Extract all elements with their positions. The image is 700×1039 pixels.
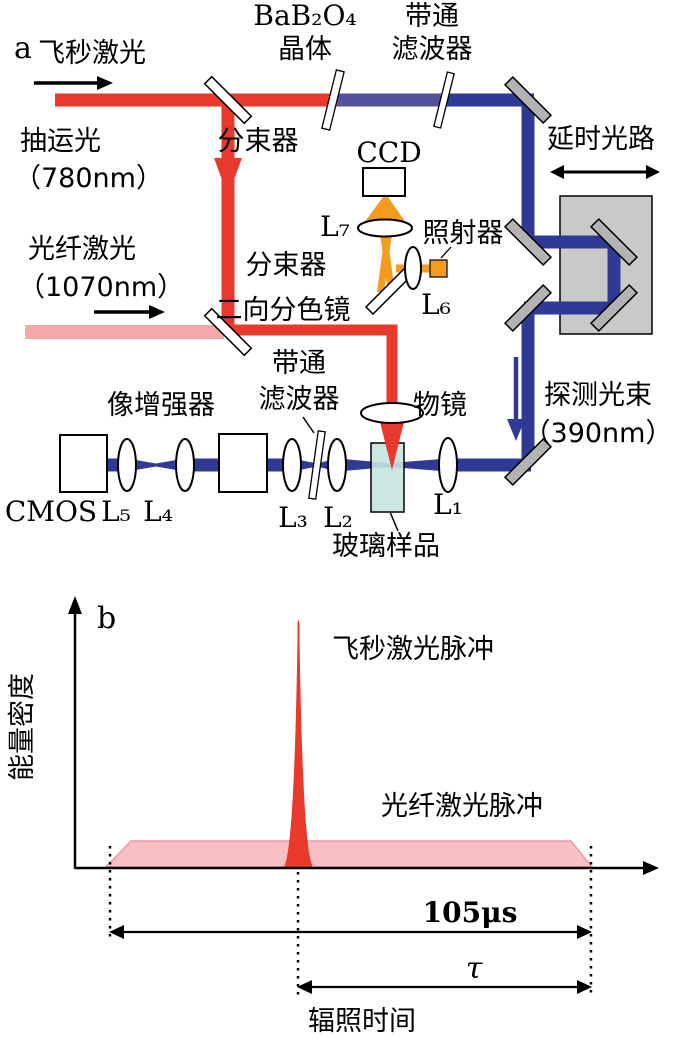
bandpass-filter-top: [433, 71, 455, 129]
label-objective: 物镜: [413, 390, 467, 421]
dichroic-mirror: [203, 307, 253, 357]
label-bpf-top-line2: 滤波器: [392, 34, 473, 65]
beam-probe-top: [447, 93, 534, 107]
label-image-intensifier: 像增强器: [107, 390, 215, 421]
fold-mirror-upper: [503, 217, 553, 267]
lens-l3: [282, 438, 302, 492]
label-l3: L₃: [278, 501, 308, 534]
delay-mirror-lower: [589, 283, 639, 333]
label-bbo-line2: 晶体: [278, 34, 332, 65]
label-l5: L₅: [101, 495, 131, 528]
beam-combined-horizontal: [232, 324, 398, 336]
label-l7: L₇: [320, 210, 350, 243]
lens-l4: [175, 438, 195, 492]
label-dichroic: 二向分色镜: [216, 295, 351, 326]
delay-mirror-upper: [589, 217, 639, 267]
label-l6: L₆: [421, 288, 451, 321]
beam-uv-purple: [338, 93, 447, 107]
label-bpf-bottom-line1: 带通: [272, 348, 326, 379]
label-bbo-line1: BaB₂O₄: [253, 0, 356, 32]
beam-probe-path: [521, 100, 621, 462]
label-illuminator: 照射器: [423, 218, 504, 249]
fs-pulse-shape: [284, 620, 313, 867]
ccd-box: [362, 167, 406, 197]
x-axis-label: 辐照时间: [308, 1006, 416, 1037]
label-fs-pulse: 飞秒激光脉冲: [332, 634, 494, 665]
cmos-box: [59, 434, 108, 493]
label-probe-line2: （390nm）: [524, 418, 673, 449]
label-probe-line1: 探测光束: [544, 380, 652, 411]
label-beamsplitter2: 分束器: [246, 250, 327, 281]
label-fiber-line1: 光纤激光: [28, 234, 136, 265]
bandpass-filter-bottom: [308, 430, 326, 500]
panel-b-tag: b: [97, 601, 116, 636]
label-pump-line2: （780nm）: [14, 163, 163, 194]
glass-sample: [370, 442, 405, 513]
label-tau: τ: [466, 951, 483, 986]
lens-l6: [404, 246, 422, 290]
lens-l7: [357, 218, 413, 238]
pump-down-arrowhead: [214, 158, 242, 196]
fs-laser-arrow: [34, 76, 113, 90]
label-fiber-pulse: 光纤激光脉冲: [381, 791, 543, 822]
lens-l1: [438, 437, 458, 493]
beamsplitter-1: [203, 75, 253, 125]
bbo-crystal: [321, 69, 345, 131]
leader-bandpass-bottom: [302, 416, 315, 434]
probe-direction-arrow: [507, 357, 525, 441]
label-l4: L₄: [143, 495, 173, 528]
image-intensifier-box: [218, 433, 268, 493]
panel-a-tag: a: [14, 31, 32, 66]
beam-femtosecond-red: [55, 93, 338, 332]
y-axis-label: 能量密度: [7, 673, 38, 781]
tau-dimension-arrow: [297, 980, 592, 994]
objective-lens: [360, 402, 424, 424]
lens-l2: [327, 438, 347, 492]
leader-glass-sample: [389, 511, 399, 532]
mirror-bottom-right: [503, 437, 553, 487]
label-l1: L₁: [433, 488, 463, 521]
label-fs-laser: 飞秒激光: [38, 38, 146, 69]
fiber-laser-arrow: [94, 305, 165, 319]
label-duration: 105μs: [423, 896, 518, 929]
fiber-pulse-shape: [104, 840, 594, 868]
label-bpf-bottom-line2: 滤波器: [259, 384, 340, 415]
delay-translation-arrow: [550, 165, 660, 179]
label-ccd: CCD: [356, 136, 421, 169]
x-axis: [75, 861, 659, 875]
label-beamsplitter1: 分束器: [218, 126, 299, 157]
leader-illuminator: [440, 246, 452, 259]
label-fiber-line2: （1070nm）: [18, 272, 184, 303]
label-glass-sample: 玻璃样品: [332, 531, 440, 562]
duration-dimension-arrow: [109, 925, 592, 939]
label-cmos: CMOS: [5, 495, 97, 528]
label-delay-line: 延时光路: [547, 124, 655, 155]
y-axis: [68, 596, 82, 869]
illuminator-source: [429, 259, 448, 278]
fold-mirror-lower: [503, 283, 553, 333]
mirror-top-right: [503, 75, 553, 125]
lens-l5: [117, 438, 137, 492]
label-pump-line1: 抽运光: [20, 126, 101, 157]
label-l2: L₂: [323, 501, 353, 534]
beam-fiber-pink: [25, 325, 224, 339]
label-bpf-top-line1: 带通: [405, 1, 459, 32]
